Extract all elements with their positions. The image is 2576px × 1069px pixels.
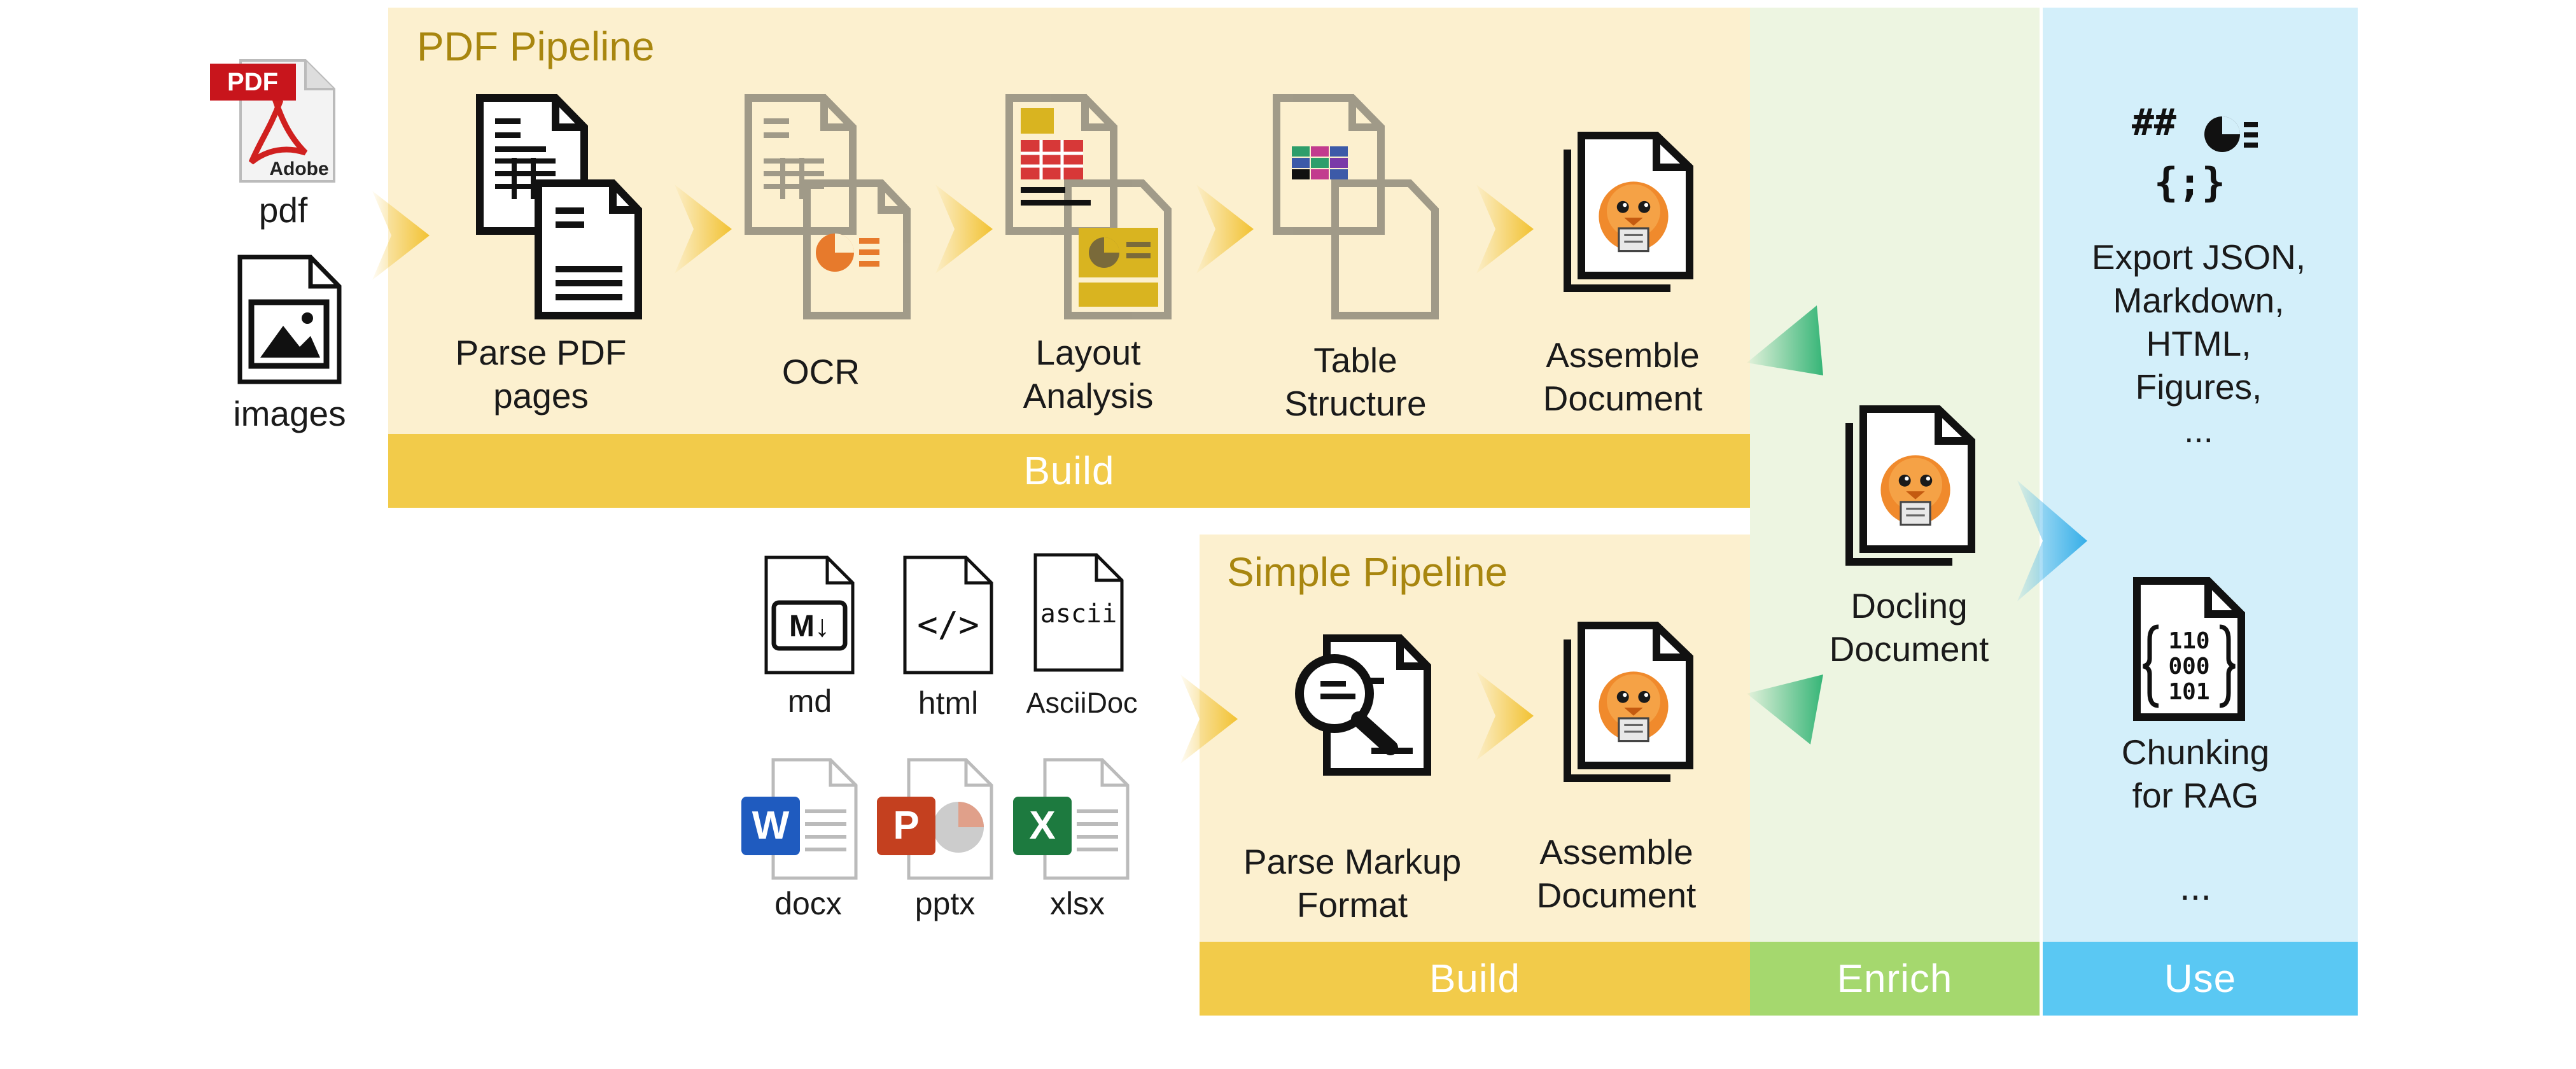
image-file-icon [237, 255, 342, 384]
arrow-icon [1747, 305, 1823, 375]
markdown-file-icon: M↓ [764, 555, 855, 674]
arrow-icon [1180, 674, 1238, 764]
use-panel [2043, 8, 2358, 942]
input-label-pptx: pptx [914, 886, 976, 921]
svg-text:Adobe: Adobe [269, 158, 328, 179]
html-file-icon: </> [903, 555, 993, 674]
svg-text:X: X [1029, 804, 1055, 848]
pdf-pipeline-title: PDF Pipeline [417, 24, 655, 69]
word-file-icon: W [741, 758, 858, 880]
stage-label-ocr: OCR [781, 352, 860, 391]
input-label-pdf: pdf [258, 190, 308, 230]
input-label-html: html [918, 685, 979, 721]
arrow-icon [1747, 674, 1823, 744]
parse-pdf-pages-icon [476, 94, 642, 319]
input-label-docx: docx [774, 886, 842, 921]
stage-label-parse-markup-format: Parse Markup Format [1243, 842, 1462, 925]
svg-text:110: 110 [2168, 628, 2209, 654]
assemble-document-icon [1564, 132, 1693, 292]
excel-file-icon: X [1013, 758, 1130, 880]
arrow-icon [2017, 480, 2087, 601]
stage-label-layout-analysis: Layout Analysis [1023, 333, 1154, 416]
arrow-icon [1196, 185, 1254, 274]
svg-text:ascii: ascii [1040, 599, 1117, 629]
svg-text:101: 101 [2168, 679, 2209, 705]
arrow-icon [372, 191, 430, 280]
pdf-pipeline-build-band: Build [388, 434, 1750, 508]
assemble-document-icon [1564, 622, 1693, 782]
layout-analysis-icon [1005, 94, 1172, 319]
ocr-icon [745, 94, 911, 319]
powerpoint-file-icon: P [877, 758, 993, 880]
input-label-md: md [787, 683, 832, 719]
svg-text:</>: </> [917, 604, 979, 645]
stage-label-assemble-document: Assemble Document [1543, 335, 1703, 418]
docling-document-icon [1845, 405, 1975, 566]
enrich-band: Enrich [1750, 942, 2040, 1016]
code-braces-icon: {;} [2154, 159, 2225, 206]
docling-document-label: Docling Document [1829, 586, 1989, 669]
arrow-icon [935, 185, 993, 274]
svg-text:000: 000 [2168, 653, 2209, 680]
arrow-icon [1476, 671, 1534, 760]
arrow-icon [1476, 185, 1534, 274]
svg-text:W: W [752, 804, 790, 848]
stage-label-parse-pdf-pages: Parse PDF pages [455, 333, 627, 416]
svg-text:M↓: M↓ [789, 610, 830, 643]
input-label-asciidoc: AsciiDoc [1026, 687, 1138, 719]
parse-markup-icon [1295, 634, 1431, 776]
chunking-label: Chunking for RAG [2121, 732, 2270, 815]
use-ellipsis: ... [2179, 865, 2211, 908]
simple-pipeline-build-band: Build [1200, 942, 1750, 1016]
stage-label-table-structure: Table Structure [1284, 340, 1427, 423]
pie-chart-icon [2204, 116, 2258, 152]
table-structure-icon [1273, 94, 1439, 319]
markdown-hash-icon: ## [2132, 101, 2176, 144]
svg-text:P: P [893, 804, 919, 848]
use-band: Use [2043, 942, 2358, 1016]
stage-label-assemble-document-simple: Assemble Document [1536, 832, 1697, 915]
arrow-icon [675, 185, 732, 274]
pie-chart-icon [816, 234, 879, 272]
export-formats-label: Export JSON, Markdown, HTML, Figures, ..… [2091, 237, 2306, 450]
asciidoc-file-icon: ascii [1033, 553, 1124, 672]
svg-text:PDF: PDF [227, 68, 278, 96]
chunking-file-icon: 110 000 101 [2133, 577, 2245, 721]
simple-pipeline-title: Simple Pipeline [1227, 549, 1508, 595]
input-label-xlsx: xlsx [1049, 886, 1105, 921]
pdf-file-icon: PDF Adobe [210, 59, 335, 183]
input-label-images: images [233, 394, 346, 433]
